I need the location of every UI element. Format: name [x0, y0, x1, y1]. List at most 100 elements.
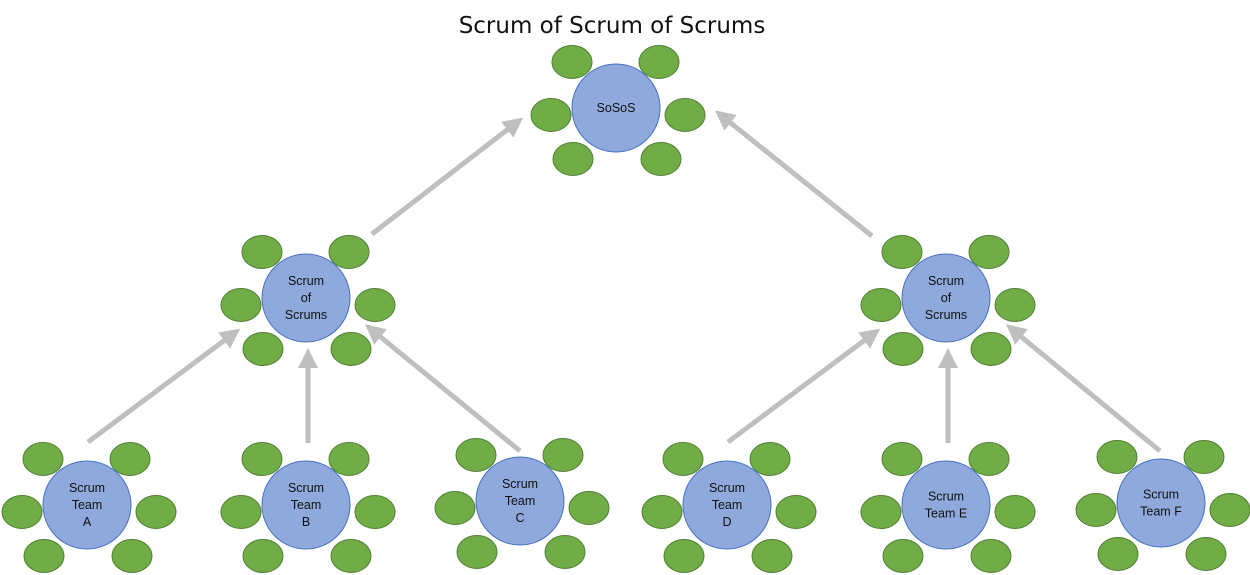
node-label: Team — [712, 498, 743, 512]
team-member-circle — [242, 539, 284, 573]
arrow-team-f-to-sos-right — [1006, 324, 1162, 453]
center-circle-team-b — [261, 460, 351, 550]
team-member-circle — [434, 491, 476, 525]
node-label: Team F — [1140, 505, 1182, 519]
node-label: of — [301, 291, 312, 305]
team-member-circle — [551, 45, 593, 79]
node-label: Scrum — [502, 477, 538, 491]
node-label: Scrums — [285, 308, 327, 322]
team-member-circle — [1096, 440, 1138, 474]
arrow-team-c-to-sos-left — [365, 324, 522, 453]
center-circle-sos-right — [901, 253, 991, 343]
team-member-circle — [751, 539, 793, 573]
node-label: Team — [505, 494, 536, 508]
team-member-circle — [860, 288, 902, 322]
team-member-circle — [640, 142, 682, 176]
team-member-circle — [544, 535, 586, 569]
team-member-circle — [1183, 440, 1225, 474]
node-label: Scrum — [928, 274, 964, 288]
team-member-circle — [1075, 493, 1117, 527]
team-member-circle — [328, 235, 370, 269]
team-member-circle — [23, 539, 65, 573]
team-member-circle — [641, 495, 683, 529]
team-member-circle — [220, 495, 262, 529]
node-label: Scrum — [69, 481, 105, 495]
team-member-circle — [354, 288, 396, 322]
team-member-circle — [994, 288, 1036, 322]
center-circle-team-a — [42, 460, 132, 550]
node-label: SoSoS — [597, 101, 636, 115]
team-member-circle — [638, 45, 680, 79]
team-member-circle — [241, 235, 283, 269]
team-member-circle — [456, 535, 498, 569]
team-member-circle — [882, 539, 924, 573]
team-member-circle — [552, 142, 594, 176]
team-member-circle — [860, 495, 902, 529]
arrow-sos-left-to-sosos — [370, 117, 524, 236]
center-circle-team-c — [475, 456, 565, 546]
team-member-circle — [1209, 493, 1250, 527]
center-circle-sos-left — [261, 253, 351, 343]
node-label: Scrum — [288, 481, 324, 495]
node-label: of — [941, 291, 952, 305]
node-label: Team — [291, 498, 322, 512]
team-member-circle — [328, 442, 370, 476]
team-member-circle — [135, 495, 177, 529]
team-member-circle — [542, 438, 584, 472]
team-member-circle — [111, 539, 153, 573]
team-member-circle — [354, 495, 396, 529]
team-member-circle — [882, 332, 924, 366]
team-member-circle — [530, 98, 572, 132]
team-clusters: SoSoSScrumofScrumsScrumofScrumsScrumTeam… — [1, 45, 1250, 573]
team-member-circle — [881, 235, 923, 269]
team-member-circle — [109, 442, 151, 476]
center-circle-sosos — [571, 63, 661, 153]
team-member-circle — [662, 442, 704, 476]
team-member-circle — [330, 539, 372, 573]
arrow-team-d-to-sos-right — [726, 328, 881, 445]
node-label: B — [302, 515, 310, 529]
team-member-circle — [242, 332, 284, 366]
center-circle-team-f — [1116, 458, 1206, 548]
team-member-circle — [749, 442, 791, 476]
node-label: A — [83, 515, 92, 529]
team-member-circle — [241, 442, 283, 476]
node-label: Team — [72, 498, 103, 512]
node-label: Scrums — [925, 308, 967, 322]
team-member-circle — [970, 332, 1012, 366]
node-label: Scrum — [288, 274, 324, 288]
diagram-title: Scrum of Scrum of Scrums — [459, 13, 766, 39]
node-label: Scrum — [928, 490, 964, 504]
cluster-sosos: SoSoS — [530, 45, 706, 176]
team-member-circle — [775, 495, 817, 529]
team-member-circle — [1, 495, 43, 529]
team-member-circle — [455, 438, 497, 472]
arrows — [86, 110, 1162, 453]
team-member-circle — [220, 288, 262, 322]
node-label: Scrum — [709, 481, 745, 495]
team-member-circle — [1097, 537, 1139, 571]
arrow-team-a-to-sos-left — [86, 328, 241, 445]
team-member-circle — [994, 495, 1036, 529]
node-label: D — [722, 515, 731, 529]
team-member-circle — [663, 539, 705, 573]
node-label: Scrum — [1143, 488, 1179, 502]
team-member-circle — [968, 442, 1010, 476]
center-circle-team-d — [682, 460, 772, 550]
team-member-circle — [568, 491, 610, 525]
team-member-circle — [970, 539, 1012, 573]
node-label: Team E — [925, 507, 967, 521]
team-member-circle — [330, 332, 372, 366]
team-member-circle — [22, 442, 64, 476]
team-member-circle — [1185, 537, 1227, 571]
team-member-circle — [968, 235, 1010, 269]
